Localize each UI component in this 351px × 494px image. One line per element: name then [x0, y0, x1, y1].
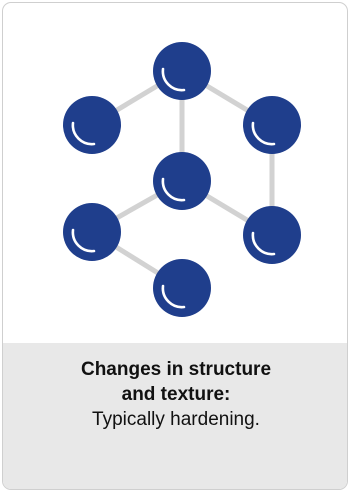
- atom-circle: [153, 152, 211, 210]
- atom-circle: [153, 42, 211, 100]
- atom-upper-left: [63, 96, 121, 154]
- atom-lower-right: [243, 206, 301, 264]
- atom-circle: [63, 203, 121, 261]
- atom-highlight: [161, 67, 186, 92]
- atom-circle: [63, 96, 121, 154]
- atom-bottom: [153, 259, 211, 317]
- molecule-diagram: [63, 42, 301, 317]
- caption-title-line-1: Changes in structure: [80, 359, 272, 380]
- caption-title-line-2: and texture:: [121, 384, 231, 405]
- atom-circle: [243, 206, 301, 264]
- atom-circle: [243, 96, 301, 154]
- atom-circle: [153, 259, 211, 317]
- concept-card: Changes in structure and texture: Typica…: [2, 2, 348, 490]
- atom-highlight: [251, 121, 276, 146]
- atom-lower-left: [63, 203, 121, 261]
- atom-highlight: [161, 177, 186, 202]
- atom-group: [63, 42, 301, 317]
- atom-highlight: [251, 231, 276, 256]
- caption-panel: Changes in structure and texture: Typica…: [3, 343, 347, 489]
- atom-top: [153, 42, 211, 100]
- atom-upper-right: [243, 96, 301, 154]
- atom-highlight: [71, 121, 96, 146]
- atom-center: [153, 152, 211, 210]
- caption-description: Typically hardening.: [92, 409, 260, 430]
- atom-highlight: [161, 284, 186, 309]
- atom-highlight: [71, 228, 96, 253]
